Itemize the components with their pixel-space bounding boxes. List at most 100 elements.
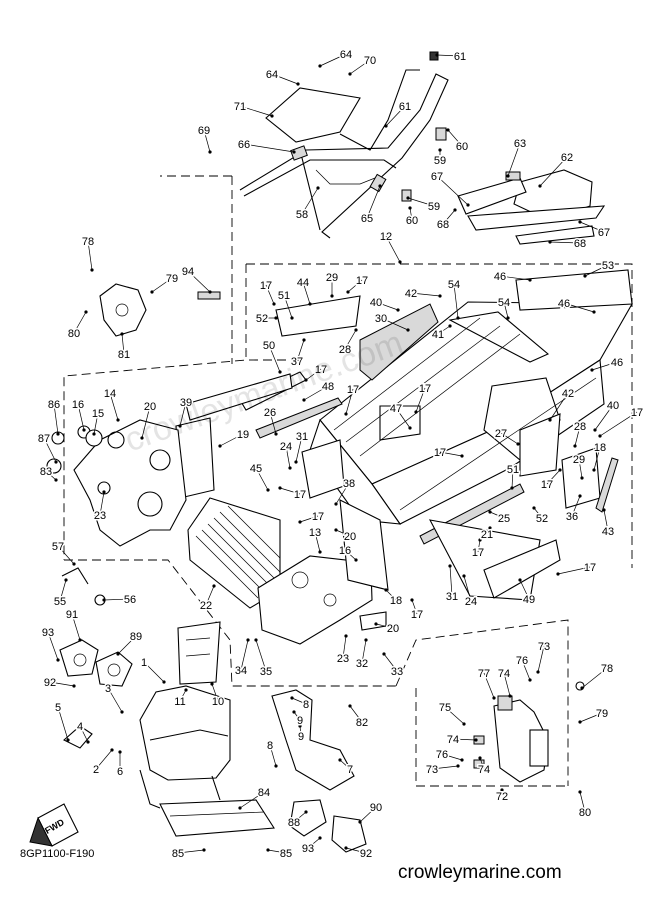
leader-line-79 <box>579 712 603 723</box>
leader-line-18 <box>385 589 397 601</box>
leader-end-79 <box>150 290 154 294</box>
callout-41: 41 <box>432 329 444 341</box>
leader-line-65 <box>366 185 381 219</box>
leader-end-46 <box>528 278 532 282</box>
leader-line-17 <box>546 469 561 485</box>
leader-end-3 <box>120 710 124 714</box>
callout-13: 13 <box>309 527 321 539</box>
leader-line-16 <box>344 549 357 561</box>
leader-line-61 <box>385 105 406 127</box>
callout-42: 42 <box>405 288 417 300</box>
leader-line-70 <box>349 59 371 75</box>
callout-46: 46 <box>611 357 623 369</box>
leader-line-91 <box>71 613 81 641</box>
leader-end-85 <box>266 848 270 852</box>
callout-75: 75 <box>439 702 451 714</box>
leader-line-80 <box>73 311 87 334</box>
leader-end-73 <box>536 670 540 674</box>
leader-line-48 <box>303 385 329 401</box>
callout-80: 80 <box>68 328 80 340</box>
callout-72: 72 <box>496 791 508 803</box>
leader-end-67 <box>466 203 470 207</box>
leader-end-67 <box>578 220 582 224</box>
leader-line-4 <box>79 725 89 743</box>
leader-end-79 <box>578 720 582 724</box>
leader-end-73 <box>456 764 460 768</box>
callout-60: 60 <box>456 141 468 153</box>
leader-line-31 <box>449 565 453 597</box>
callout-18: 18 <box>594 442 606 454</box>
callout-66: 66 <box>238 139 250 151</box>
leader-end-18 <box>592 468 596 472</box>
leader-end-48 <box>302 398 306 402</box>
leader-line-78 <box>581 667 608 689</box>
leader-end-44 <box>308 302 312 306</box>
leader-end-36 <box>578 494 582 498</box>
leader-end-58 <box>316 186 320 190</box>
leader-end-78 <box>580 686 584 690</box>
leader-end-34 <box>246 638 250 642</box>
leader-end-60 <box>408 206 412 210</box>
leader-line-11 <box>179 689 187 702</box>
leader-line-60 <box>447 129 463 147</box>
leader-end-43 <box>602 508 606 512</box>
callout-26: 26 <box>264 407 276 419</box>
callout-5: 5 <box>55 702 61 714</box>
callout-68: 68 <box>437 219 449 231</box>
leader-end-4 <box>86 740 90 744</box>
callout-79: 79 <box>166 273 178 285</box>
leader-line-18 <box>593 446 601 471</box>
leader-end-39 <box>178 424 182 428</box>
leader-line-3 <box>107 687 123 713</box>
callout-46: 46 <box>494 271 506 283</box>
leader-line-46 <box>563 302 595 313</box>
leader-end-14 <box>116 418 120 422</box>
leader-end-17 <box>598 434 602 438</box>
leader-end-89 <box>116 652 120 656</box>
callout-8: 8 <box>303 699 309 711</box>
leader-end-27 <box>516 442 520 446</box>
callout-9: 9 <box>297 715 303 727</box>
leader-line-24 <box>463 575 472 602</box>
leader-line-27 <box>500 432 519 445</box>
leader-end-28 <box>573 444 577 448</box>
callout-17: 17 <box>294 489 306 501</box>
leader-line-8 <box>291 697 307 705</box>
callout-84: 84 <box>258 787 270 799</box>
leader-end-68 <box>453 208 457 212</box>
callout-6: 6 <box>117 766 123 778</box>
leader-line-33 <box>383 653 398 672</box>
callout-20: 20 <box>344 531 356 543</box>
leader-end-17 <box>414 410 418 414</box>
leader-end-18 <box>384 588 388 592</box>
bracket-81 <box>99 283 221 337</box>
leader-end-19 <box>218 444 222 448</box>
leader-line-85 <box>177 849 205 854</box>
leader-line-54 <box>503 301 509 319</box>
leader-end-65 <box>378 184 382 188</box>
callout-47: 47 <box>390 403 402 415</box>
leader-end-93 <box>318 836 322 840</box>
electrical-box <box>473 681 585 783</box>
leader-line-17 <box>439 451 463 457</box>
leader-end-64 <box>318 64 322 68</box>
leader-line-2 <box>95 749 113 770</box>
leader-line-9 <box>293 711 301 721</box>
callout-59: 59 <box>434 155 446 167</box>
leader-end-17 <box>410 598 414 602</box>
callout-71: 71 <box>234 101 246 113</box>
leader-line-16 <box>77 403 85 431</box>
leader-line-67 <box>579 221 605 233</box>
leader-end-80 <box>84 310 88 314</box>
leader-end-7 <box>338 758 342 762</box>
leader-line-75 <box>444 706 465 725</box>
leader-line-13 <box>314 531 321 553</box>
leader-line-47 <box>395 407 411 429</box>
leader-end-45 <box>266 488 270 492</box>
leader-end-23 <box>344 634 348 638</box>
callout-18: 18 <box>390 595 402 607</box>
callout-17: 17 <box>631 407 643 419</box>
leader-line-31 <box>295 435 303 463</box>
leader-line-44 <box>302 281 311 305</box>
callout-17: 17 <box>419 383 431 395</box>
